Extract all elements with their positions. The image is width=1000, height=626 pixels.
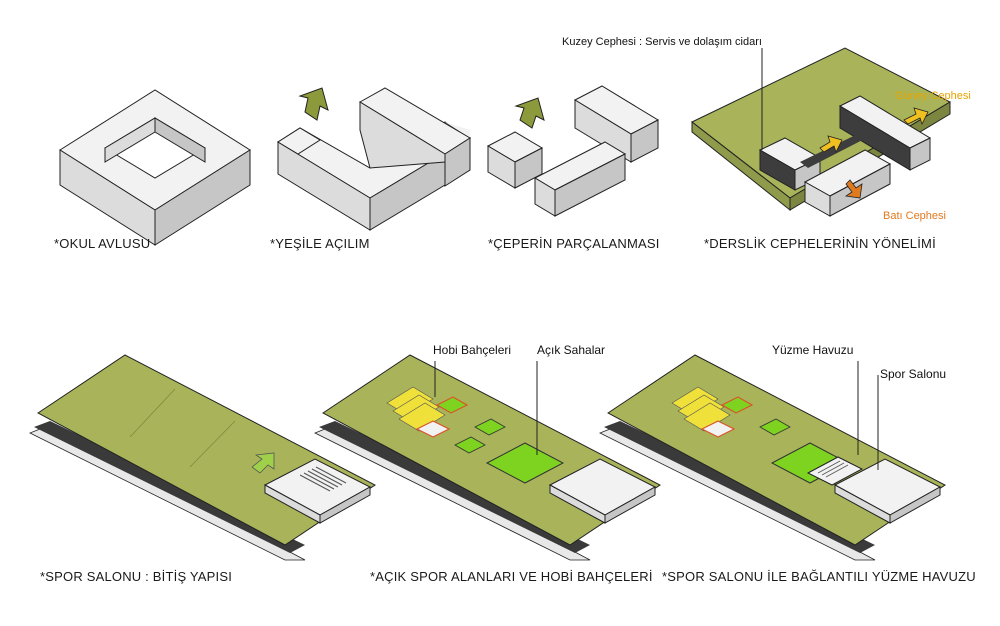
label-kuzey-cephesi: Kuzey Cephesi : Servis ve dolaşım cidarı (562, 36, 762, 48)
panel-derslik-cepheleri: Kuzey Cephesi : Servis ve dolaşım cidarı… (562, 30, 990, 251)
court-icon (435, 396, 469, 414)
courtyard-block-diagram (59, 89, 251, 246)
panel-spor-salonu-yuzme: Yüzme Havuzu Spor Salonu *SPOR SALONU İL… (599, 343, 976, 584)
sports-fields-site-diagram (314, 354, 661, 561)
green-arrow-icon (298, 87, 329, 121)
u-block-diagram (277, 87, 471, 231)
label-bati-cephesi: Batı Cephesi (883, 210, 946, 222)
caption-ceperin-parcalanmasi: *ÇEPERİN PARÇALANMASI (488, 236, 660, 251)
football-pitch (485, 442, 565, 484)
green-arrow-icon (251, 452, 275, 474)
caption-spor-salonu-bitis: *SPOR SALONU : BİTİŞ YAPISI (40, 569, 233, 584)
pool-site-diagram (599, 354, 946, 561)
caption-acik-spor-alanlari: *AÇIK SPOR ALANLARI VE HOBİ BAHÇELERİ (370, 569, 653, 584)
label-acik-sahalar: Açık Sahalar (537, 343, 606, 357)
hobby-garden-plots (386, 386, 446, 432)
green-arrow-icon (514, 97, 545, 129)
fragmented-blocks-diagram (486, 85, 660, 217)
classroom-orientation-diagram (691, 47, 952, 217)
label-guney-cephesi: Güney Cephesi (895, 90, 971, 102)
yellow-arrow-icon (819, 135, 843, 154)
panel-ceperin-parcalanmasi: *ÇEPERİN PARÇALANMASI (480, 70, 690, 251)
pool-building (806, 456, 864, 486)
panel-okul-avlusu: *OKUL AVLUSU (40, 70, 251, 251)
court-icon (474, 418, 506, 436)
sports-hall-site-diagram (29, 354, 376, 561)
label-yuzme-havuzu: Yüzme Havuzu (772, 343, 854, 357)
label-spor-salonu: Spor Salonu (880, 367, 947, 381)
caption-derslik-cepheleri: *DERSLİK CEPHELERİNİN YÖNELİMİ (704, 236, 936, 251)
caption-yesile-acilim: *YEŞİLE AÇILIM (270, 236, 370, 251)
orange-arrow-icon (844, 179, 863, 199)
court-icon (454, 436, 486, 454)
panel-acik-spor-alanlari: Hobi Bahçeleri Açık Sahalar *AÇIK SPOR A… (314, 343, 665, 584)
label-hobi-bahceleri: Hobi Bahçeleri (433, 343, 512, 357)
panel-yesile-acilim: *YEŞİLE AÇILIM (260, 70, 471, 251)
panel-spor-salonu-bitis: *SPOR SALONU : BİTİŞ YAPISI (29, 345, 380, 584)
court-icon (415, 420, 451, 438)
caption-spor-salonu-yuzme: *SPOR SALONU İLE BAĞLANTILI YÜZME HAVUZU (662, 569, 976, 584)
caption-okul-avlusu: *OKUL AVLUSU (54, 236, 151, 251)
yellow-arrow-icon (903, 107, 929, 126)
